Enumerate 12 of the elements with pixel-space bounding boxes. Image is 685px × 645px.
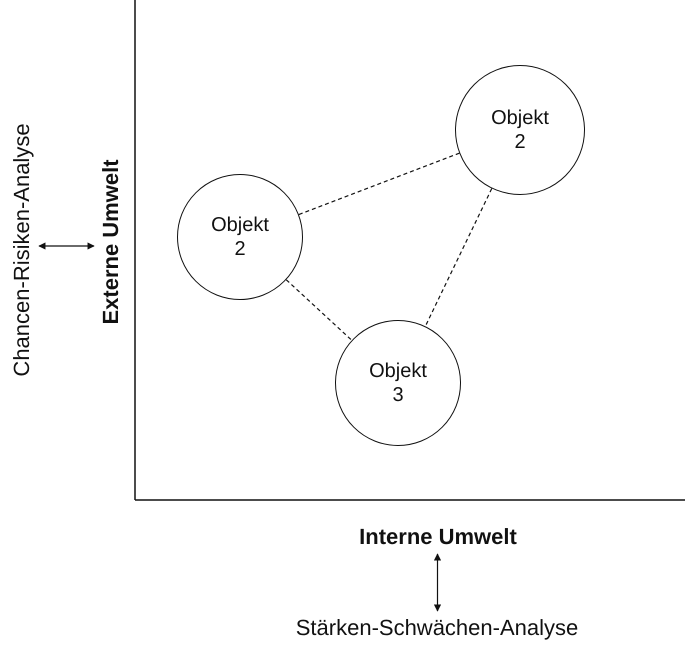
node-label: Objekt 2 [210, 213, 270, 261]
dashed-connector [424, 188, 492, 327]
axis-title: Externe Umwelt [98, 159, 124, 325]
node-label: Objekt 3 [368, 359, 428, 407]
double-arrow [38, 242, 95, 250]
axis-title: Interne Umwelt [359, 524, 517, 550]
double-arrow [434, 553, 442, 612]
dashed-connector [298, 152, 460, 216]
axis-caption: Stärken-Schwächen-Analyse [296, 615, 578, 641]
dashed-connector [286, 279, 352, 341]
node-label: Objekt 2 [490, 106, 550, 154]
axis-caption: Chancen-Risiken-Analyse [9, 123, 35, 377]
